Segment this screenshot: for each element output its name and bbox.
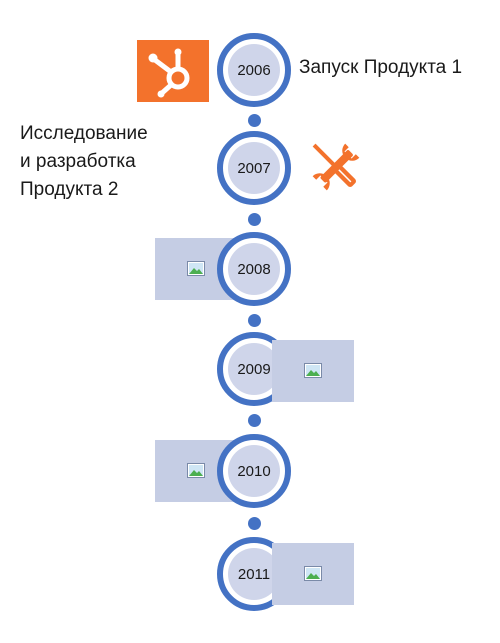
connector-dot: [248, 517, 261, 530]
year-label: 2008: [237, 260, 271, 278]
timeline-node-2008: [217, 232, 291, 306]
timeline-node-2007: 2007: [217, 131, 291, 205]
year-label: 2010: [237, 462, 271, 480]
image-placeholder: [272, 340, 354, 402]
image-placeholder-icon: [187, 261, 205, 276]
timeline-node-2010: [217, 434, 291, 508]
timeline-node-2006: 2006: [217, 33, 291, 107]
image-placeholder-icon: [304, 566, 322, 581]
year-label: 2007: [228, 142, 280, 194]
year-label: 2011: [228, 548, 280, 600]
event-caption-2006: Запуск Продукта 1: [299, 57, 463, 78]
wrench-screwdriver-icon: [300, 138, 372, 196]
caption-line: Продукта 2: [20, 179, 119, 200]
caption-line: и разработка: [20, 151, 136, 172]
year-label: 2006: [228, 44, 280, 96]
caption-line: Исследование: [20, 123, 148, 144]
image-placeholder: [272, 543, 354, 605]
image-placeholder-icon: [187, 463, 205, 478]
connector-dot: [248, 414, 261, 427]
hubspot-logo: [137, 40, 209, 102]
connector-dot: [248, 114, 261, 127]
year-label: 2009: [228, 343, 280, 395]
event-caption-2007: Исследование и разработка Продукта 2: [20, 120, 148, 204]
image-placeholder-icon: [304, 363, 322, 378]
connector-dot: [248, 213, 261, 226]
connector-dot: [248, 314, 261, 327]
